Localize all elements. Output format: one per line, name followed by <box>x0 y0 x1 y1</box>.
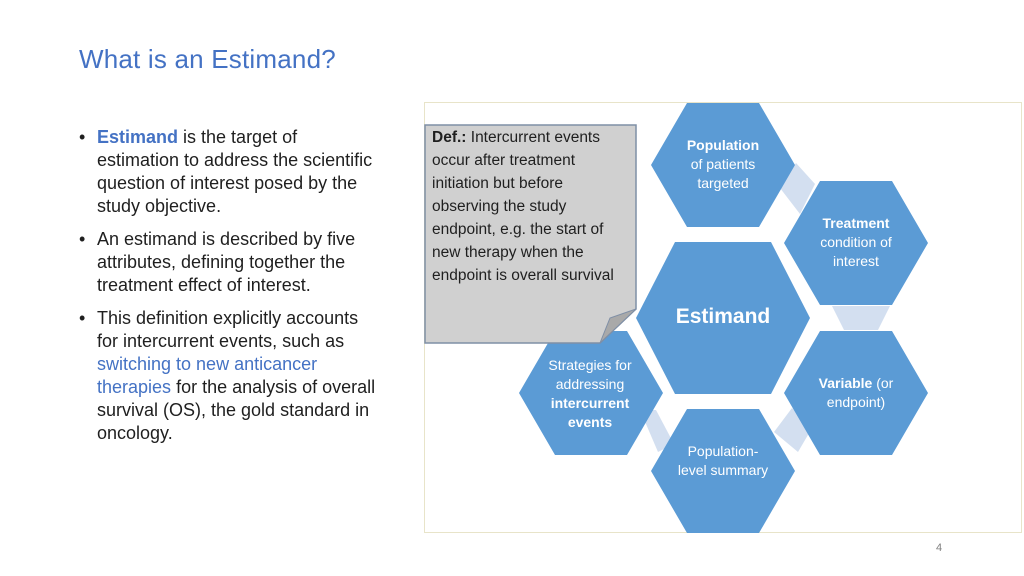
page-number: 4 <box>936 542 943 554</box>
hexagon-strategies <box>519 331 663 455</box>
hexagon-estimand <box>636 242 810 394</box>
definition-label: Def.: <box>432 129 467 146</box>
switching-therapies-highlight: switching to new anticancer therapies <box>97 354 318 397</box>
hexagon-treatment <box>784 181 928 305</box>
summary-label: Population-level summary <box>677 443 769 478</box>
bullet-item: •Estimand is the target of estimation to… <box>79 127 373 216</box>
bullet-item: •An estimand is described by five attrib… <box>79 229 356 295</box>
callout-fold-icon <box>599 308 637 344</box>
connector-shape <box>640 410 674 452</box>
bullet-item: •This definition explicitly accounts for… <box>79 308 376 443</box>
slide-title: What is an Estimand? <box>79 44 336 74</box>
bullet-list: •Estimand is the target of estimation to… <box>78 126 378 455</box>
estimand-term: Estimand <box>97 127 179 147</box>
estimand-center-label: Estimand <box>675 305 771 328</box>
connector-shape <box>832 306 890 330</box>
definition-text: Def.: Intercurrent events occur after tr… <box>432 129 614 284</box>
hexagon-population <box>651 103 795 227</box>
variable-label: Variable (or endpoint) <box>818 375 894 410</box>
hexagon-summary <box>651 409 795 533</box>
hexagon-variable <box>784 331 928 455</box>
